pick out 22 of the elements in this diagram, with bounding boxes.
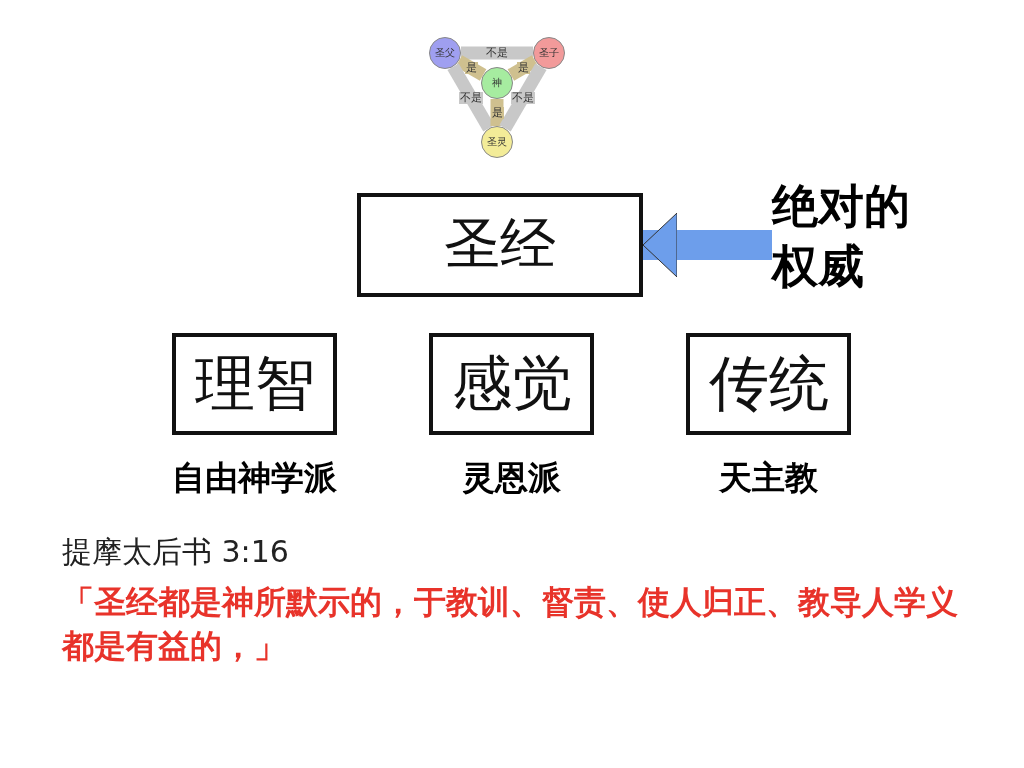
text-box: 传统 [686, 333, 851, 435]
connector-band [490, 99, 504, 126]
circle-node: 神 [481, 67, 513, 99]
heading-text: 绝对的权威 [772, 176, 922, 296]
edge-label: 不是 [459, 91, 483, 104]
circle-node: 圣灵 [481, 126, 513, 158]
caption-text: 天主教 [719, 458, 818, 497]
connector-band [461, 46, 533, 60]
circle-node: 圣父 [429, 37, 461, 69]
edge-label: 不是 [485, 47, 509, 59]
connector-band [499, 63, 547, 132]
caption-text: 灵恩派 [462, 458, 561, 497]
caption-text: 自由神学派 [172, 458, 337, 497]
quote-text: 「圣经都是神所默示的，于教训、督责、使人归正、教导人学义都是有益的，」 [62, 583, 958, 665]
reference-text: 提摩太后书 3:16 [62, 534, 289, 569]
circle-node: 圣子 [533, 37, 565, 69]
text-box: 感觉 [429, 333, 594, 435]
connector-band [507, 55, 539, 81]
text-box: 圣经 [357, 193, 643, 297]
block-arrow [642, 212, 772, 278]
text-box: 理智 [172, 333, 337, 435]
connector-band [455, 55, 487, 81]
